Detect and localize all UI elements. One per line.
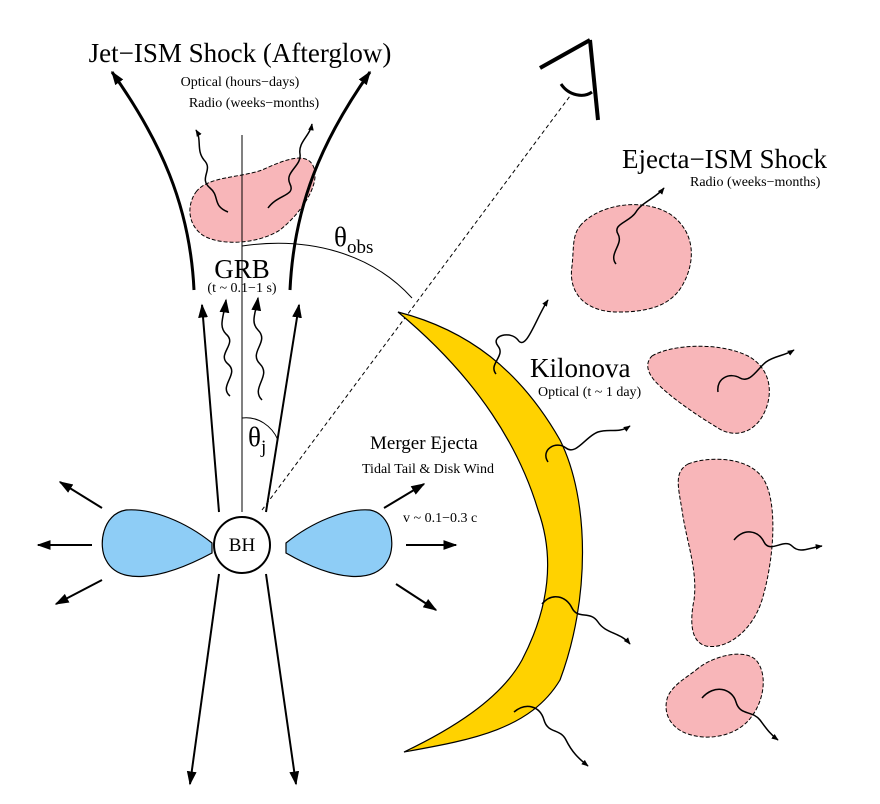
theta-obs-label: θobs: [334, 222, 374, 258]
kilonova-label: Kilonova: [530, 353, 631, 383]
grb-photon-2: [251, 296, 265, 401]
afterglow-photon-left: [195, 129, 229, 213]
disk-arrow-left-up: [58, 481, 103, 509]
disk-arrow-right-down: [395, 583, 438, 611]
theta-obs-arc: [241, 242, 413, 299]
black-hole-icon: [213, 516, 271, 574]
ejecta-photon-1: [613, 187, 665, 265]
ejecta-ism-title: Ejecta−ISM Shock: [622, 144, 827, 174]
merger-ejecta-label: Merger Ejecta: [370, 433, 478, 454]
disk-arrow-left-down: [54, 579, 103, 605]
observer-line: [261, 95, 571, 511]
kilonova-crescent: [397, 311, 584, 753]
jet-shock-region: [189, 157, 316, 243]
jet-line-upper-left: [198, 303, 220, 513]
ejecta-photon-4: [701, 688, 779, 741]
grb-photon-1: [219, 298, 233, 397]
jet-line-upper-right: [265, 303, 302, 513]
bh-label: BH: [228, 535, 256, 556]
ejecta-photon-3: [733, 531, 823, 551]
kilonova-photon-3: [541, 596, 631, 645]
ejecta-shock-region-3: [677, 458, 774, 648]
jet-shock-title: Jet−ISM Shock (Afterglow): [88, 38, 392, 68]
jet-optical-label: Optical (hours−days): [180, 75, 300, 90]
ejecta-photon-2: [717, 349, 795, 393]
velocity-label: v ~ 0.1−0.3 c: [403, 511, 478, 526]
grb-time-label: (t ~ 0.1−1 s): [207, 281, 277, 296]
jet-wall-left: [110, 70, 196, 291]
ejecta-ism-radio-label: Radio (weeks−months): [690, 175, 821, 190]
kilonova-optical-label: Optical (t ~ 1 day): [538, 385, 642, 400]
jet-line-lower-right: [265, 573, 300, 786]
ejecta-shock-region-1: [570, 204, 692, 313]
kilonova-photon-1: [493, 299, 549, 375]
grb-label: GRB: [214, 254, 270, 284]
kilonova-photon-2: [545, 425, 631, 463]
tidal-wind-label: Tidal Tail & Disk Wind: [362, 462, 494, 477]
kilonova-photon-4: [513, 705, 589, 767]
ejecta-shock-region-2: [647, 345, 770, 434]
theta-j-arc: [241, 417, 279, 441]
theta-j-label: θj: [248, 422, 267, 458]
jet-line-lower-left: [186, 573, 220, 786]
disk-arrow-right-up: [383, 483, 426, 509]
jet-radio-label: Radio (weeks−months): [188, 96, 320, 111]
afterglow-photon-right: [267, 123, 314, 209]
disk-lobe-left: [101, 509, 213, 577]
ejecta-shock-region-4: [665, 653, 764, 738]
eye-icon: [539, 38, 600, 121]
jet-wall-right: [288, 70, 372, 291]
disk-lobe-right: [285, 509, 393, 577]
